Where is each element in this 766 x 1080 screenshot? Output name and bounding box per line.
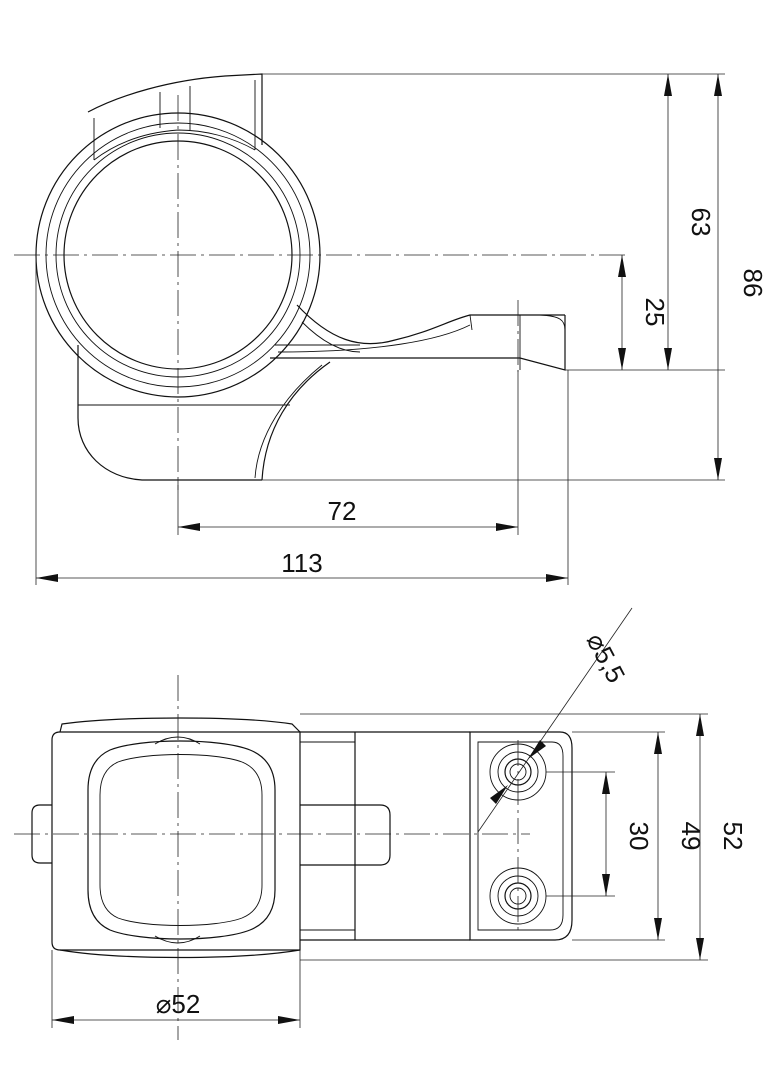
dimension-49-label: 49 [676,822,706,851]
bottom-cap [59,949,301,959]
dimension-113: 113 [36,548,568,582]
dimension-30-label: 30 [624,822,654,851]
lower-body [77,345,262,481]
dimension-tube-diameter: ⌀52 [52,989,300,1024]
dimension-49: 49 [654,732,706,940]
arm-inner [300,741,355,931]
dimension-72: 72 [178,496,518,531]
clamp-cap-inner [93,80,256,160]
arm-upper [296,304,565,345]
support-web [261,361,331,481]
top-cap [59,717,301,733]
flange-tip [469,314,566,331]
dimension-hole-diameter-label: ⌀5,5 [581,628,632,688]
body-outline [51,731,301,951]
arm-lower [270,315,566,371]
arm-upper-inner [301,321,361,353]
dimension-25-label: 25 [640,298,670,327]
dimension-86-label: 86 [738,269,766,298]
support-web-inner [254,364,323,479]
dimension-72-label: 72 [328,496,357,526]
dimension-52-label: 52 [718,822,748,851]
top-view: ⌀5,5 30 49 52 ⌀52 [14,607,748,1040]
right-lug [300,804,391,866]
tube-opening-inner [99,754,263,926]
dimension-86: 86 [714,74,766,480]
dimension-113-label: 113 [281,548,322,578]
side-view: 86 63 25 72 113 [14,73,766,585]
tube-opening-outer [87,740,276,940]
dimension-25: 25 [618,255,670,370]
clamp-cap-edge [93,129,256,161]
arm-top-view [300,731,470,941]
flange-inner [477,741,564,931]
dimension-hole-diameter: ⌀5,5 [477,607,633,833]
dimension-52: 52 [696,714,748,960]
dimension-63: 63 [664,74,716,370]
dimension-30: 30 [602,772,654,896]
flange-outline [469,731,573,941]
dimension-63-label: 63 [686,208,716,237]
arm-inner-lines [275,315,521,370]
clamp-cap [87,73,263,145]
dimension-tube-diameter-label: ⌀52 [156,989,201,1019]
